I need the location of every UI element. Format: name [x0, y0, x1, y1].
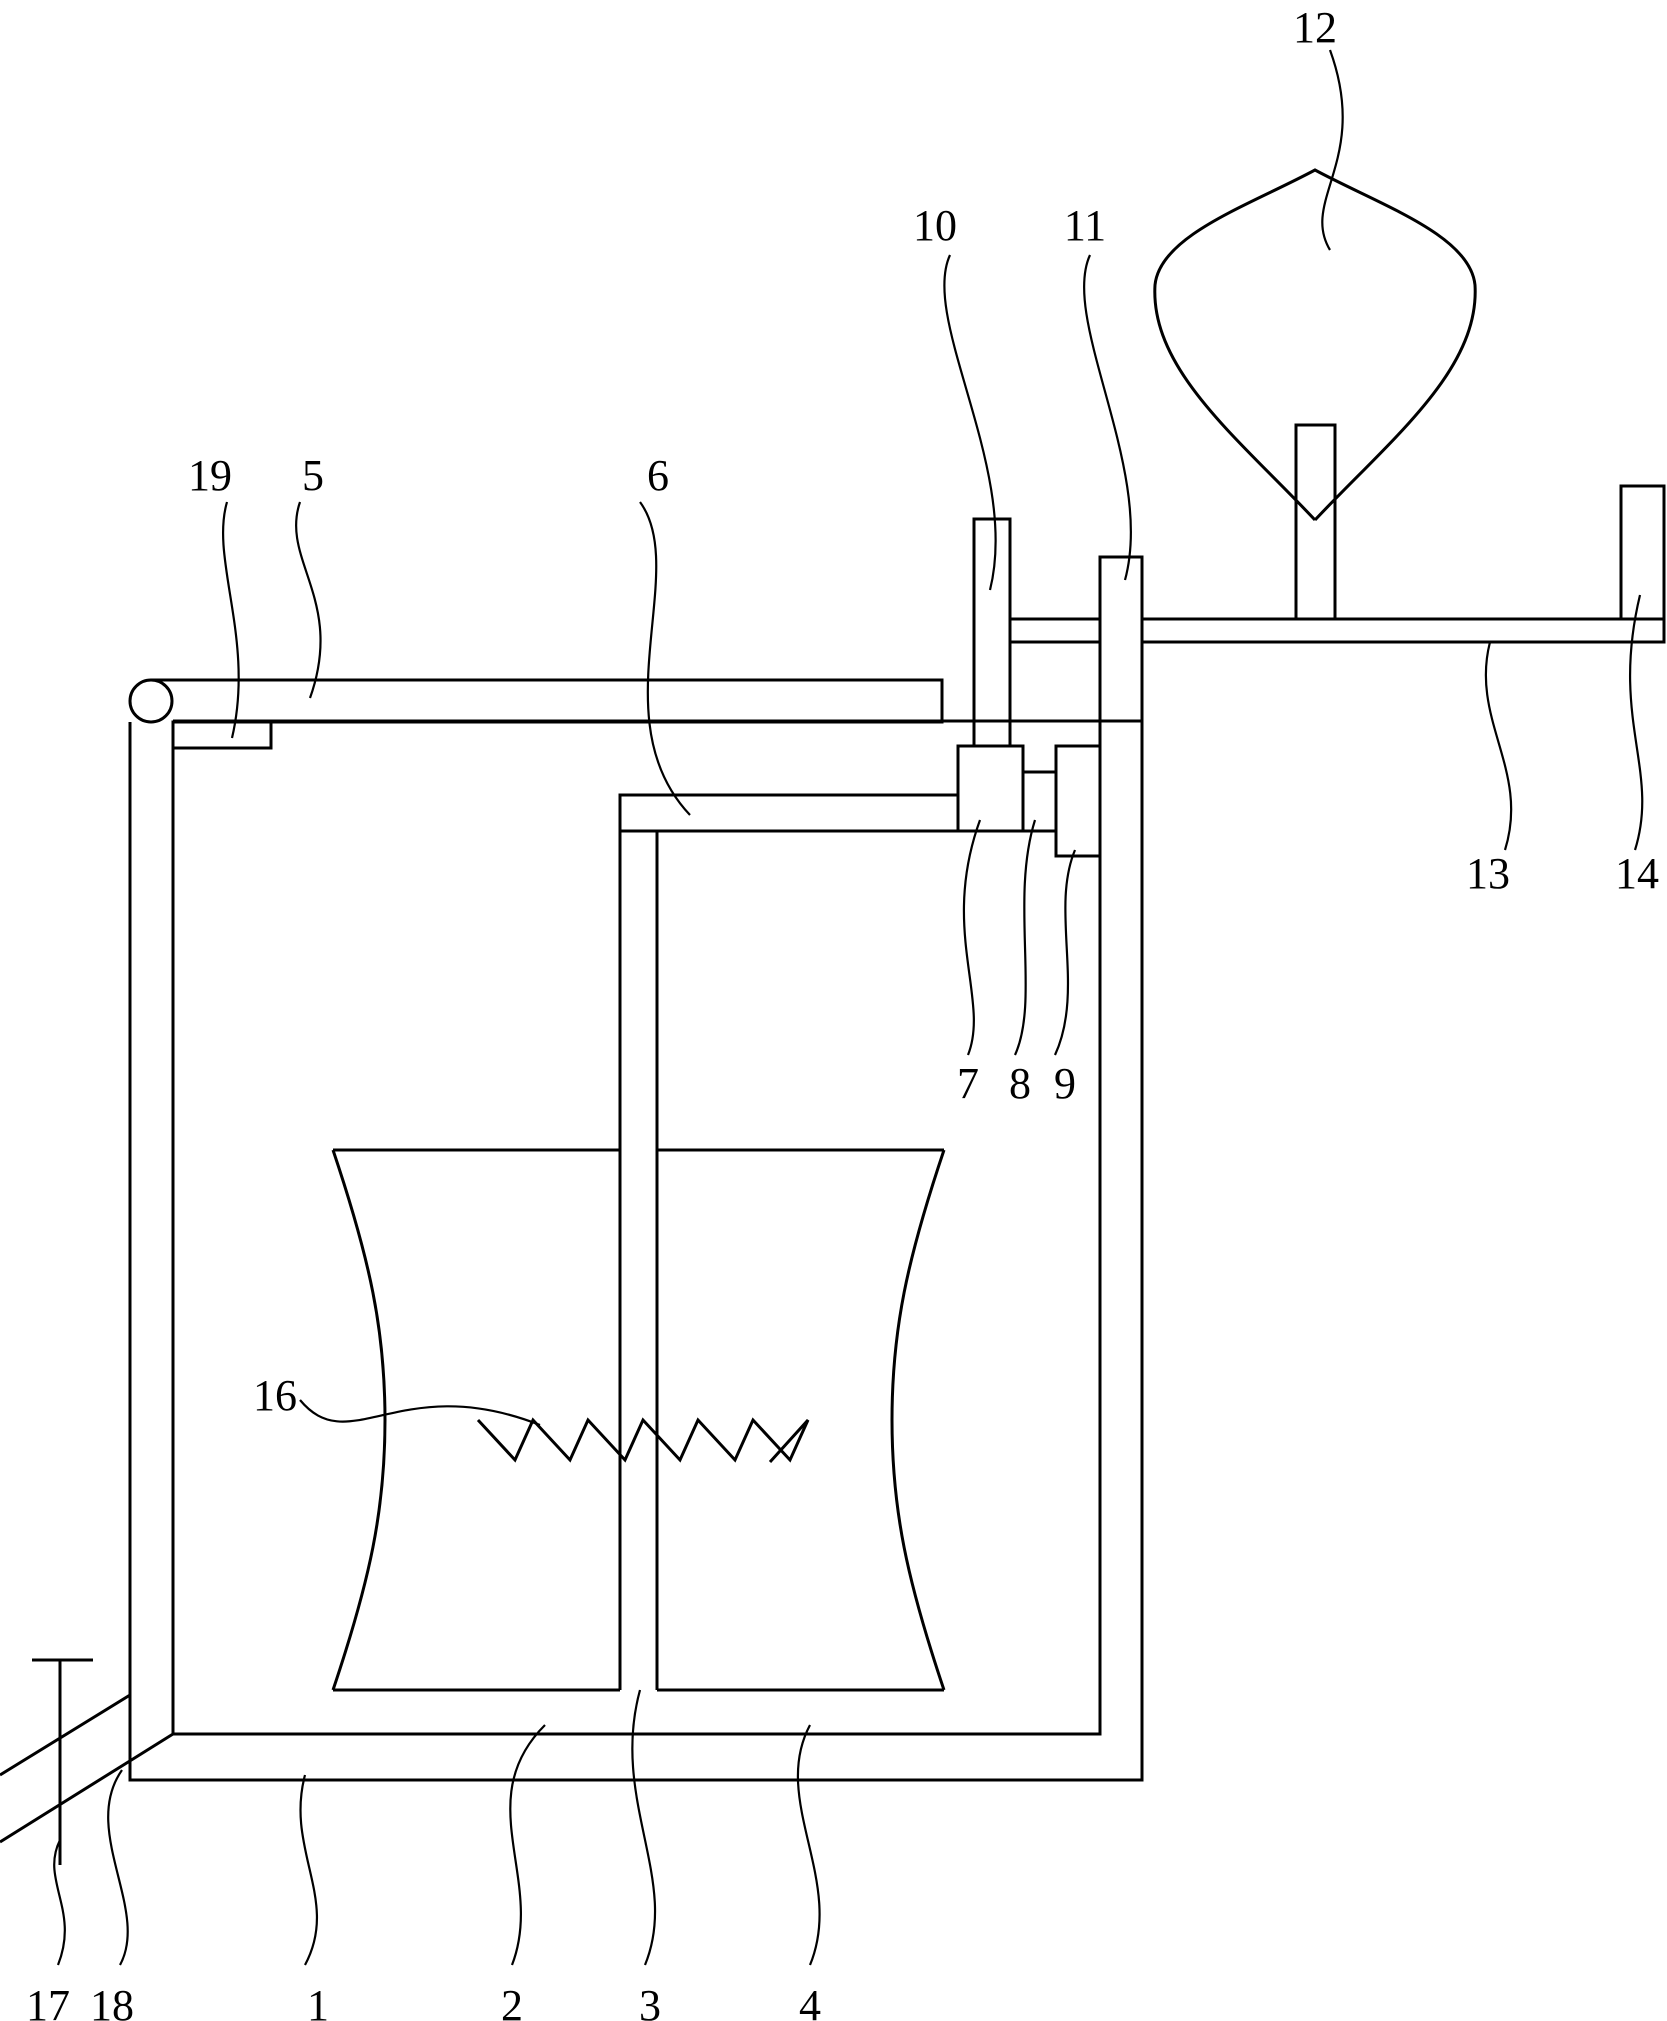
label-4: 4 [799, 1981, 821, 2021]
label-1: 1 [307, 1981, 329, 2021]
drain-pipe [0, 1658, 174, 1865]
label-17: 17 [26, 1981, 70, 2021]
label-2: 2 [501, 1981, 523, 2021]
label-19: 19 [188, 451, 232, 500]
block-7 [956, 744, 1025, 833]
tank-frame [128, 719, 1144, 1782]
label-3: 3 [639, 1981, 661, 2021]
label-14: 14 [1615, 849, 1659, 898]
label-9: 9 [1054, 1059, 1076, 1108]
upright-14 [1619, 484, 1666, 621]
leader-lines [53, 49, 1644, 1966]
vertical-shaft [618, 831, 659, 1690]
block-9 [1054, 744, 1102, 858]
label-10: 10 [913, 201, 957, 250]
lid-handle [171, 720, 273, 750]
reference-labels: 1 2 3 4 5 6 7 8 9 10 11 12 13 14 16 17 1… [26, 3, 1659, 2021]
post-11 [1098, 555, 1144, 723]
label-6: 6 [647, 451, 669, 500]
lid [128, 678, 944, 724]
rod-10 [972, 517, 1012, 748]
label-18: 18 [90, 1981, 134, 2021]
label-13: 13 [1466, 849, 1510, 898]
label-16: 16 [253, 1371, 297, 1420]
label-11: 11 [1064, 201, 1106, 250]
label-5: 5 [302, 451, 324, 500]
label-8: 8 [1009, 1059, 1031, 1108]
horizontal-arm [618, 793, 960, 833]
label-12: 12 [1293, 3, 1337, 52]
stirring-blades [476, 1417, 810, 1464]
connector-8 [1021, 770, 1058, 833]
bar-13 [1010, 617, 1666, 644]
basket [331, 1148, 946, 1692]
label-7: 7 [957, 1059, 979, 1108]
vane-12 [1153, 168, 1477, 621]
